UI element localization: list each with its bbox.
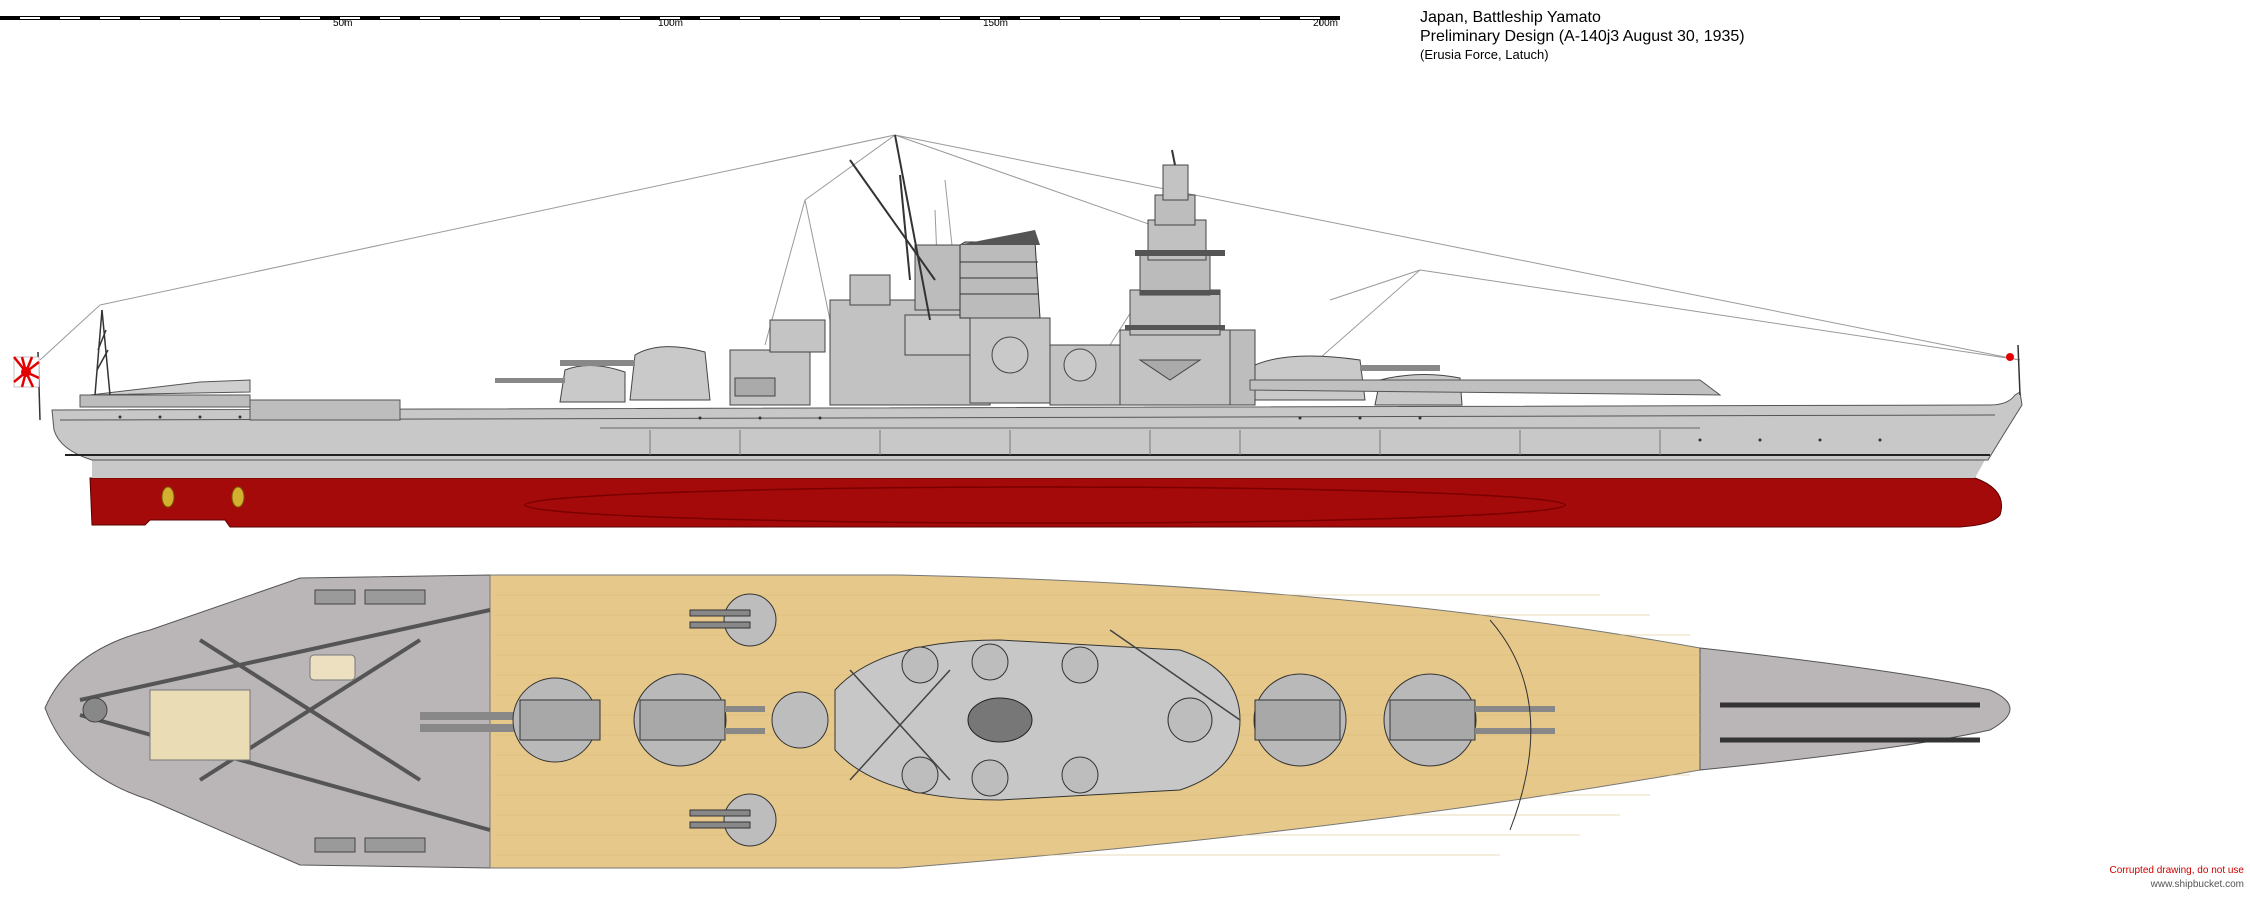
bow-steel [1699, 647, 2011, 771]
anchor-chains [1720, 702, 1980, 743]
hull-plan-outline [44, 574, 491, 869]
stern-crane [94, 309, 111, 396]
scale-label-150m: 150m [983, 18, 1009, 29]
footer-site: www.shipbucket.com [2150, 879, 2244, 890]
plan-view-drawing [44, 574, 2011, 869]
aft-turret-plan [420, 677, 601, 763]
footer: Corrupted drawing, do not use www.shipbu… [2109, 864, 2244, 892]
hull-upper [51, 391, 2023, 461]
funnel-top [967, 697, 1033, 743]
forward-tower [1119, 149, 1231, 406]
scale-label-50m: 50m [333, 18, 353, 29]
footer-warning: Corrupted drawing, do not use [2109, 865, 2244, 876]
title-line-ship: Japan, Battleship Yamato [1420, 9, 1601, 26]
title-line-design: Preliminary Design (A-140j3 August 30, 1… [1420, 28, 1745, 45]
main-mast [849, 134, 936, 321]
stern-boats [314, 589, 426, 853]
aft-superfiring-turret-plan [633, 673, 765, 767]
title-block: Japan, Battleship Yamato Preliminary Des… [1420, 8, 1745, 64]
scale-label-200m: 200m [1313, 18, 1339, 29]
secondary-turrets [689, 593, 829, 847]
aft-turret [495, 365, 626, 403]
forward-turret-plan [1383, 673, 1555, 767]
propellers [161, 486, 245, 508]
scale-label-100m: 100m [658, 18, 684, 29]
scale-bar [0, 16, 1340, 25]
bulge-outline [524, 486, 1566, 524]
funnel [958, 230, 1041, 319]
bow-red-dot [2006, 353, 2014, 361]
side-profile-drawing [13, 134, 2023, 528]
title-line-credits: (Erusia Force, Latuch) [1420, 47, 1549, 62]
forward-superfiring-turret-plan [1253, 673, 1347, 767]
rising-sun-ensign [13, 351, 41, 421]
aft-superfiring-turret [560, 346, 711, 401]
stern-hatch [149, 689, 251, 761]
hull-lower [89, 477, 2002, 528]
rigging-wires [39, 134, 2021, 381]
